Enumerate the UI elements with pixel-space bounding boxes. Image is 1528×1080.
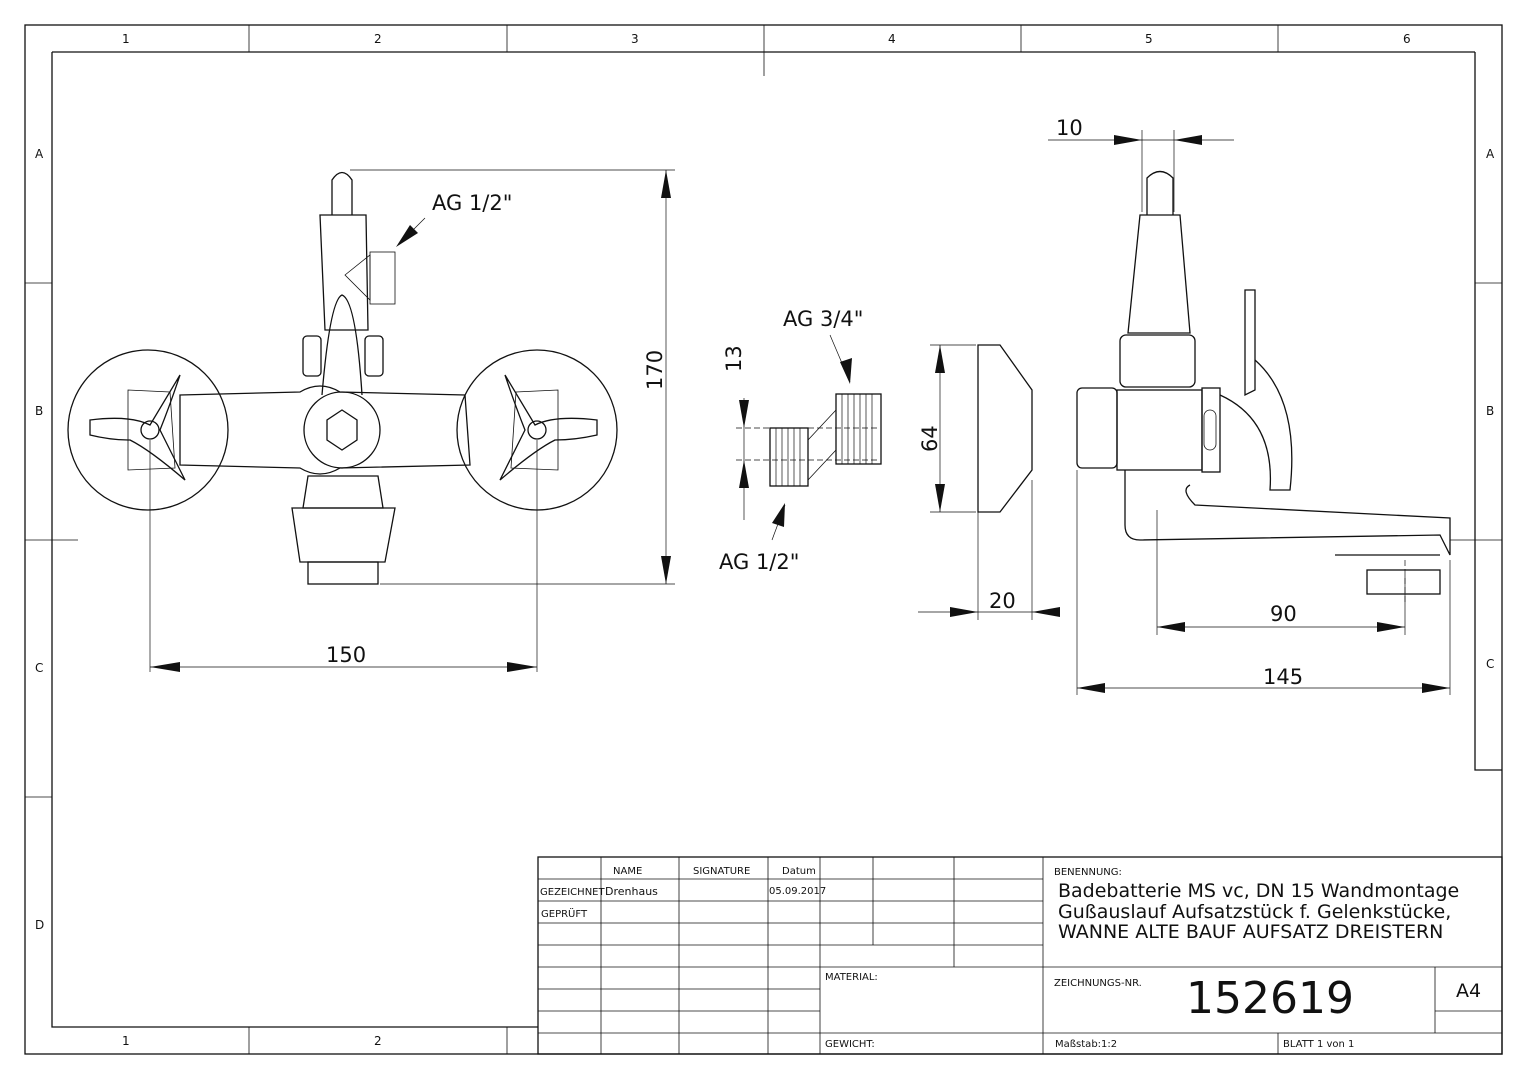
col-label: 3 bbox=[631, 32, 639, 46]
zone-labels: 1 2 3 4 5 6 1 2 A B C D A B C bbox=[35, 32, 1495, 1048]
paper-format: A4 bbox=[1456, 980, 1481, 1002]
scale: Maßstab:1:2 bbox=[1055, 1039, 1117, 1050]
rosette-view bbox=[918, 344, 1060, 620]
col-label: 5 bbox=[1145, 32, 1153, 46]
adapter-view bbox=[736, 334, 882, 541]
col-label: 1 bbox=[122, 1034, 130, 1048]
adapter-top-label: AG 3/4" bbox=[783, 307, 863, 331]
col-label: 2 bbox=[374, 32, 382, 46]
col-label: 6 bbox=[1403, 32, 1411, 46]
rosette-depth-dimension: 20 bbox=[989, 589, 1016, 613]
designation-line: Badebatterie MS vc, DN 15 Wandmontage bbox=[1058, 880, 1459, 902]
col-label: 2 bbox=[374, 1034, 382, 1048]
designation-line: Gußauslauf Aufsatzstück f. Gelenkstücke, bbox=[1058, 901, 1451, 923]
rosette-height-dimension: 64 bbox=[918, 425, 942, 452]
name-header: NAME bbox=[613, 866, 642, 877]
row-label: A bbox=[35, 147, 44, 161]
weight-label: GEWICHT: bbox=[825, 1039, 875, 1050]
checked-label: GEPRÜFT bbox=[541, 907, 588, 920]
front-view bbox=[67, 169, 675, 672]
total-depth-dimension: 145 bbox=[1263, 665, 1303, 689]
row-label: A bbox=[1486, 147, 1495, 161]
material-label: MATERIAL: bbox=[825, 972, 878, 983]
height-dimension: 170 bbox=[643, 350, 667, 390]
side-view bbox=[1048, 130, 1451, 695]
adapter-offset-dimension: 13 bbox=[722, 345, 746, 372]
designation-label: BENENNUNG: bbox=[1054, 867, 1122, 878]
col-label: 1 bbox=[122, 32, 130, 46]
drawn-by-name: Drenhaus bbox=[605, 885, 658, 898]
thread-top-label: AG 1/2" bbox=[432, 191, 512, 215]
stem-width-dimension: 10 bbox=[1056, 116, 1083, 140]
row-label: B bbox=[1486, 404, 1494, 418]
col-label: 4 bbox=[888, 32, 896, 46]
adapter-bottom-label: AG 1/2" bbox=[719, 550, 799, 574]
title-block: NAME SIGNATURE Datum GEZEICHNET Drenhaus… bbox=[537, 856, 1503, 1055]
drawn-by-label: GEZEICHNET bbox=[540, 887, 605, 898]
row-label: C bbox=[35, 661, 43, 675]
drawing-number: 152619 bbox=[1186, 973, 1354, 1024]
drawing-number-label: ZEICHNUNGS-NR. bbox=[1054, 978, 1142, 989]
designation-line: WANNE ALTE BAUF AUFSATZ DREISTERN bbox=[1058, 921, 1443, 943]
row-label: B bbox=[35, 404, 43, 418]
row-label: C bbox=[1486, 657, 1494, 671]
drawn-date: 05.09.2017 bbox=[769, 886, 826, 897]
spout-reach-dimension: 90 bbox=[1270, 602, 1297, 626]
row-label: D bbox=[35, 918, 44, 932]
signature-header: SIGNATURE bbox=[693, 866, 750, 877]
date-header: Datum bbox=[782, 866, 816, 877]
sheet-number: BLATT 1 von 1 bbox=[1283, 1039, 1354, 1050]
width-dimension: 150 bbox=[326, 643, 366, 667]
